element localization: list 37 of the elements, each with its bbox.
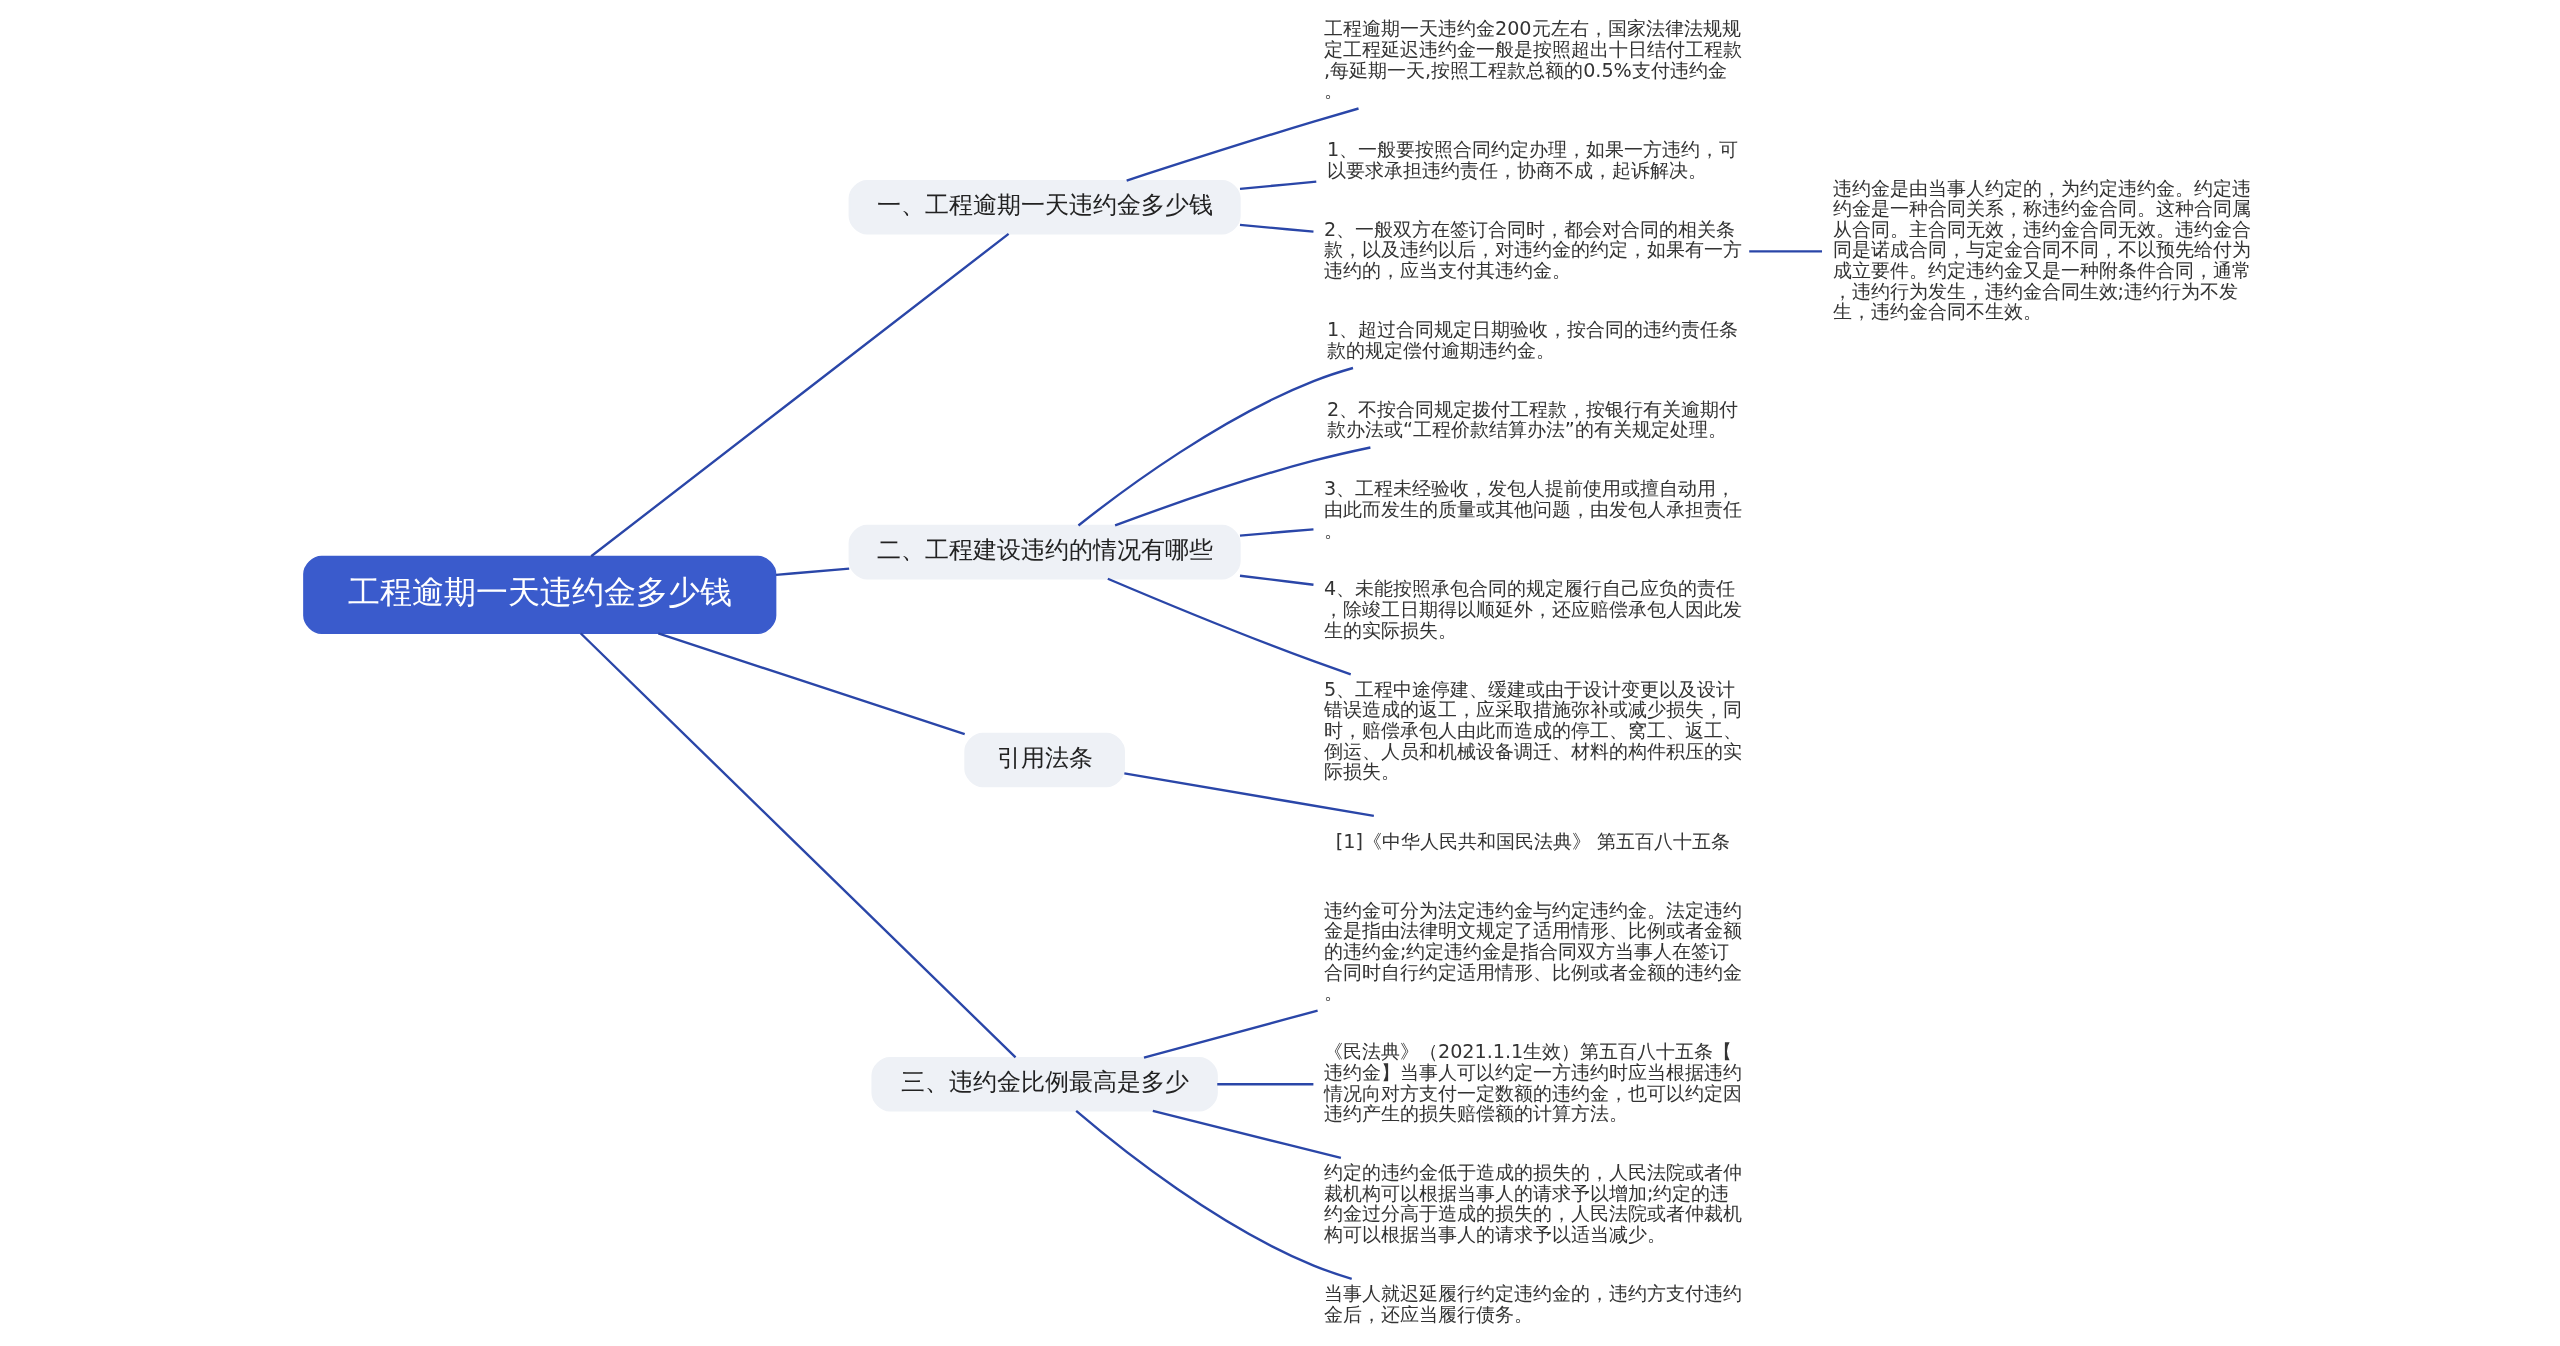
connector (1106, 577, 1351, 676)
node-text: 2、一般双方在签订合同时，都会对合同的相关条款，以及违约以后，对违约金的约定，如果有一方违约的，应当支付其违约金。 (1323, 217, 1742, 283)
connector (1239, 180, 1316, 191)
node-box: 二、工程建设违约的情况有哪些 (848, 524, 1241, 580)
node-text: 约定的违约金低于造成的损失的，人民法院或者仲裁机构可以根据当事人的请求予以增加;约定的违约金过分高于造成的损失的，人民法院或者仲裁机构可以根据当事人的请求予以适当减少。 (1323, 1161, 1742, 1247)
node-box: 引用法条 (963, 732, 1125, 788)
node-text: 5、工程中途停建、缓建或由于设计变更以及设计错误造成的返工，应采取措施弥补或减少损失，同时，赔偿承包人由此而造成的停工、窝工、返工、倒运、人员和机械设备调迁、材料的构件积压的实际损失。 (1323, 677, 1742, 784)
node-text: 1、一般要按照合同约定办理，如果一方违约，可以要求承担违约责任，协商不成，起诉解决。 (1326, 138, 1738, 182)
node-text: 1、超过合同规定日期验收，按合同的违约责任条款的规定偿付逾期违约金。 (1326, 318, 1738, 362)
node-text: 《民法典》（2021.1.1生效）第五百八十五条【违约金】当事人可以约定一方违约时应当根据违约情况向对方支付一定数额的违约金，也可以约定因违约产生的损失赔偿额的计算方法。 (1323, 1040, 1742, 1126)
node-text: 当事人就迟延履行约定违约金的，违约方支付违约金后，还应当履行债务。 (1323, 1282, 1742, 1326)
connector (1125, 107, 1359, 182)
node-box: 工程逾期一天违约金多少钱 (302, 555, 776, 634)
node-text: 工程逾期一天违约金200元左右，国家法律法规规定工程延迟违约金一般是按照超出十日结付工程款,每延期一天,按照工程款总额的0.5%支付违约金。 (1323, 17, 1742, 103)
connector (1077, 366, 1353, 527)
node-text: [1]《中华人民共和国民法典》 第五百八十五条 (1335, 829, 1730, 853)
connector (1216, 1083, 1313, 1086)
connector (775, 567, 849, 577)
connector (579, 632, 1016, 1059)
node-text: 违约金可分为法定违约金与约定违约金。法定违约金是指由法律明文规定了适用情形、比例或者金额的违约金;约定违约金是指合同双方当事人在签订合同时自行约定适用情形、比例或者金额的违约金。 (1323, 898, 1742, 1005)
node-text: 3、工程未经验收，发包人提前使用或擅自动用，由此而发生的质量或其他问题，由发包人承担责任。 (1323, 477, 1742, 542)
connector (1074, 1110, 1352, 1280)
connector (1748, 250, 1822, 253)
connector (657, 632, 965, 736)
node-text: 4、未能按照承包合同的规定履行自己应负的责任，除竣工日期得以顺延外，还应赔偿承包人因此发生的实际损失。 (1323, 577, 1742, 642)
connector (589, 232, 1009, 558)
connector (1123, 772, 1374, 818)
node-text: 违约金是由当事人约定的，为约定违约金。约定违约金是一种合同关系，称违约金合同。这种合同属从合同。主合同无效，违约金合同无效。违约金合同是诺成合同，与定金合同不同，不以预先给付为成立要件。约定违约金又是一种附条件合同，通常，违约行为发生，违约金合同生效;违约行为不发生，违约金合同不生效。 (1832, 176, 2251, 324)
connector (1239, 574, 1314, 586)
connector (1239, 528, 1314, 537)
connector (1114, 446, 1371, 527)
node-box: 三、违约金比例最高是多少 (870, 1057, 1218, 1112)
connector (1143, 1009, 1318, 1059)
node-text: 2、不按合同规定拨付工程款，按银行有关逾期付款办法或“工程价款结算办法”的有关规定处理。 (1326, 397, 1738, 442)
node-box: 一、工程逾期一天违约金多少钱 (848, 179, 1241, 235)
connector (1239, 223, 1314, 233)
connector (1152, 1109, 1341, 1160)
